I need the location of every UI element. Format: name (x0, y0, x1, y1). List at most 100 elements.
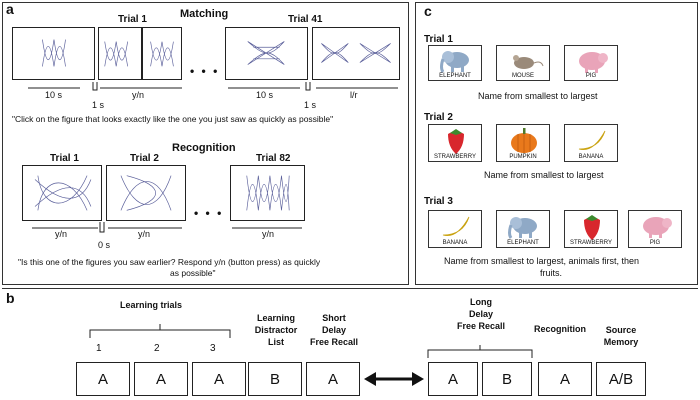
c-trial-2-instruction: Name from smallest to largest (484, 170, 604, 180)
picture-pig: PIG (564, 45, 618, 81)
list-box: A (428, 362, 478, 396)
recog-card (106, 165, 186, 221)
long-delay-label: Long Delay Free Recall (446, 296, 516, 332)
label-line: Source (605, 325, 637, 335)
instruction-recognition-1: "Is this one of the figures you saw earl… (18, 257, 321, 267)
panel-b (2, 288, 698, 398)
list-box: B (248, 362, 302, 396)
list-box: A (134, 362, 188, 396)
mouse-icon (513, 55, 544, 69)
c-trial-3-title: Trial 3 (424, 196, 453, 207)
list-box: B (482, 362, 532, 396)
ellipsis: • • • (190, 64, 220, 78)
picture-elephant: ELEPHANT (496, 210, 550, 248)
picture-caption: BANANA (578, 154, 604, 160)
label-line: Distractor (254, 325, 298, 335)
short-delay-label: Short Delay Free Recall (304, 312, 364, 348)
c-trial-1-title: Trial 1 (424, 34, 453, 45)
banana-icon (578, 130, 606, 150)
banana-icon (442, 216, 470, 236)
label-line: Delay (321, 325, 347, 335)
c-trial-3-instruction-2: fruits. (540, 268, 563, 278)
timing-label: y/n (55, 229, 68, 239)
instruction-matching: "Click on the figure that looks exactly … (12, 114, 334, 124)
list-box: A (76, 362, 130, 396)
label-line: Short (322, 313, 346, 323)
pumpkin-icon (511, 128, 537, 153)
double-arrow-icon (364, 372, 424, 386)
elephant-icon (508, 217, 537, 239)
picture-caption: ELEPHANT (439, 73, 471, 79)
matching-trial-1: Trial 1 (118, 14, 147, 25)
elephant-icon (440, 51, 469, 73)
timing-label: 10 s (45, 90, 63, 100)
timing-label: y/n (138, 229, 151, 239)
timing-label: y/n (262, 229, 275, 239)
stimulus-card (225, 27, 308, 80)
pig-icon (579, 52, 608, 73)
pig-icon (643, 217, 672, 238)
instruction-recognition-2: as possible" (170, 268, 216, 278)
panel-a (2, 2, 409, 285)
picture-caption: PUMPKIN (509, 154, 537, 160)
timing-label: 10 s (256, 90, 274, 100)
strawberry-icon (584, 215, 600, 240)
label-line: Long (470, 297, 492, 307)
panel-a-label: a (6, 1, 14, 17)
c-trial-3-instruction-1: Name from smallest to largest, animals f… (444, 256, 640, 266)
choice-card (142, 27, 182, 80)
label-line: Free Recall (456, 321, 506, 331)
timing-label: y/n (132, 90, 145, 100)
picture-mouse: MOUSE (496, 45, 550, 81)
list-box: A/B (596, 362, 646, 396)
list-box: A (538, 362, 592, 396)
picture-strawberry: STRAWBERRY (564, 210, 618, 248)
matching-title: Matching (180, 8, 229, 20)
picture-banana: BANANA (564, 124, 618, 162)
strawberry-icon (448, 129, 464, 154)
timing-label: l/r (350, 90, 358, 100)
picture-caption: BANANA (442, 240, 468, 246)
learning-distractor-label: Learning Distractor List (248, 312, 304, 348)
recog-card (22, 165, 102, 221)
picture-pig: PIG (628, 210, 682, 248)
recog-trial-82: Trial 82 (256, 153, 291, 164)
learning-trials-label: Learning trials (120, 300, 183, 310)
trial-number: 2 (154, 343, 160, 354)
list-box: A (306, 362, 360, 396)
label-line: Memory (603, 337, 639, 347)
picture-caption: ELEPHANT (507, 240, 539, 246)
picture-caption: PIG (649, 240, 661, 246)
isi-label: 1 s (304, 100, 317, 110)
choice-card (312, 27, 400, 80)
recog-trial-1: Trial 1 (50, 153, 79, 164)
panel-b-label: b (6, 290, 15, 306)
ellipsis: • • • (194, 206, 224, 220)
recog-card (230, 165, 305, 221)
picture-caption: MOUSE (511, 73, 534, 79)
choice-card (98, 27, 142, 80)
label-line: Learning (256, 313, 295, 323)
list-box: A (192, 362, 246, 396)
recog-trial-2: Trial 2 (130, 153, 159, 164)
isi-label: 0 s (98, 240, 111, 250)
recognition-label: Recognition (534, 324, 586, 334)
trial-number: 3 (210, 343, 216, 354)
picture-caption: STRAWBERRY (433, 154, 476, 160)
picture-elephant: ELEPHANT (428, 45, 482, 81)
picture-caption: PIG (585, 73, 597, 79)
c-trial-2-title: Trial 2 (424, 112, 453, 123)
label-line: Free Recall (309, 337, 359, 347)
panel-c (415, 2, 698, 285)
trial-number: 1 (96, 343, 102, 354)
picture-pumpkin: PUMPKIN (496, 124, 550, 162)
picture-strawberry: STRAWBERRY (428, 124, 482, 162)
picture-caption: STRAWBERRY (569, 240, 612, 246)
picture-banana: BANANA (428, 210, 482, 248)
isi-label: 1 s (92, 100, 105, 110)
stimulus-card (12, 27, 95, 80)
source-memory-label: Source Memory (596, 324, 646, 348)
panel-c-label: c (424, 3, 432, 19)
